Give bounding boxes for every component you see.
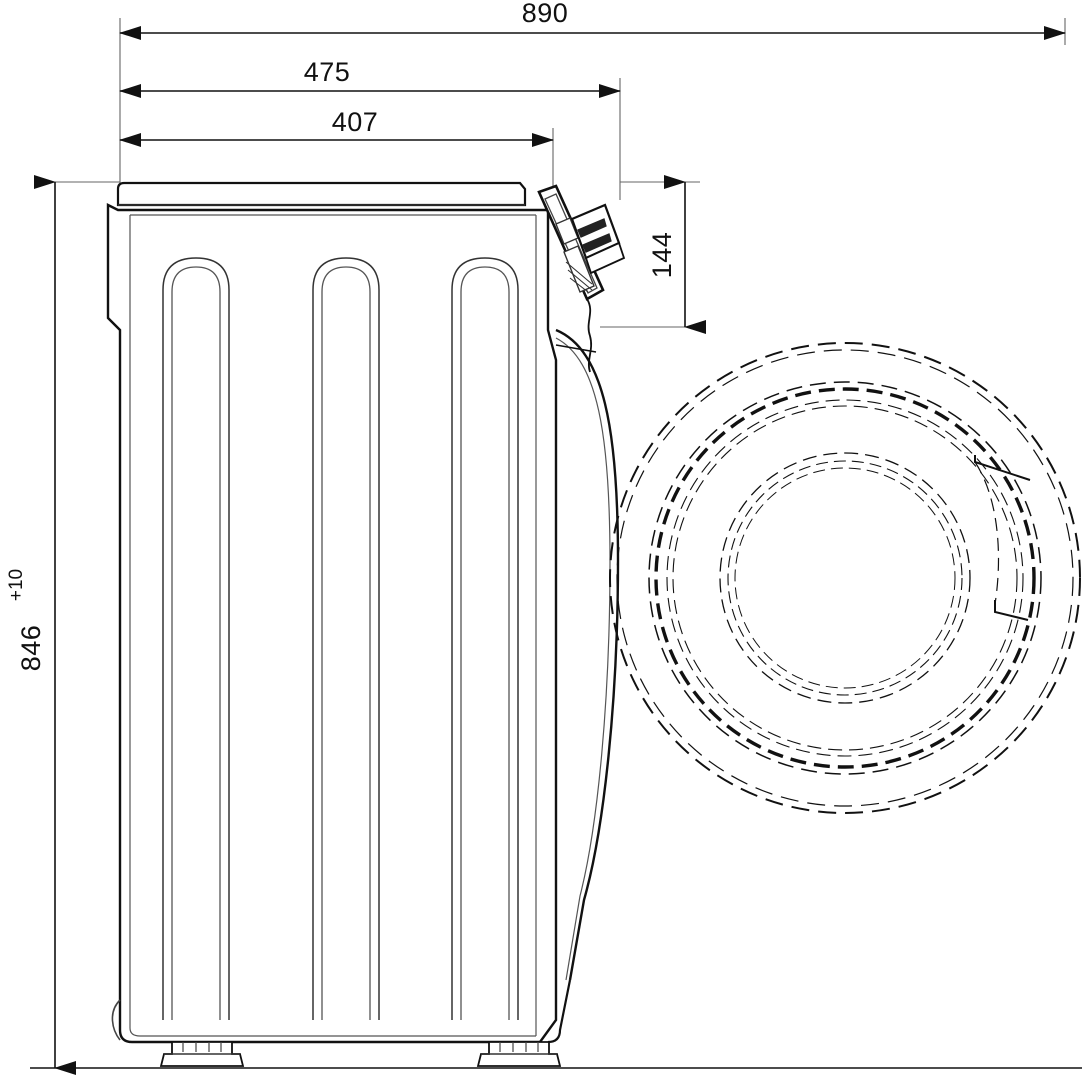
control-panel [537, 184, 605, 301]
body-depth-475: 475 [119, 57, 621, 98]
dimension-tolerance-846: +10 [6, 569, 27, 601]
door-ring-inner-2 [727, 460, 963, 696]
rib-outer-3 [451, 257, 519, 1020]
lower-right-edge [547, 979, 572, 1044]
top-lid [116, 181, 527, 207]
door-ring-outer-2 [616, 349, 1074, 807]
foot-right-ribs [499, 1042, 539, 1052]
overall-height-846: 846 +10 [6, 175, 76, 1075]
door-ring-inner-1 [719, 452, 971, 704]
dimension-label-407: 407 [332, 107, 379, 137]
dimension-label-890: 890 [522, 0, 569, 28]
door-bulge-profile [555, 328, 620, 981]
dimension-label-144: 144 [647, 232, 677, 279]
overall-depth-890: 890 [119, 0, 1066, 40]
rib-outer-1 [162, 257, 230, 1020]
control-panel-hatching [565, 261, 593, 293]
foot-left-ribs [182, 1042, 222, 1052]
door-ring-mid-1 [648, 381, 1042, 775]
dimension-label-846: 846 [16, 625, 46, 672]
washing-machine-side-view [106, 181, 626, 1067]
door-ring-inner-3 [734, 467, 956, 689]
cabinet-body-outline [106, 203, 558, 1044]
control-knob[interactable] [570, 203, 626, 275]
cabinet-inner-edge [129, 215, 536, 1037]
control-panel-height-144: 144 [647, 175, 706, 334]
washing-machine-door-circle [609, 342, 1081, 814]
rib-inner-3 [460, 266, 510, 1020]
dimension-label-475: 475 [304, 57, 351, 87]
control-panel-detail-block [563, 245, 595, 293]
rib-outer-2 [312, 257, 380, 1020]
side-panel-ribs [162, 257, 519, 1020]
door-bulge-top-edge [555, 344, 597, 353]
control-knob-rim [584, 241, 626, 275]
cabinet-depth-407: 407 [119, 107, 554, 147]
control-knob-ridge-2 [582, 233, 612, 253]
rib-inner-2 [321, 266, 371, 1020]
left-edge-chamfer [107, 317, 121, 331]
door-ring-mid-3 [672, 405, 1018, 751]
door-ring-outer-1 [609, 342, 1081, 814]
rib-inner-1 [171, 266, 221, 1020]
door-ring-mid-bold [654, 387, 1036, 769]
left-kick-curve [111, 999, 121, 1041]
panel-cable [586, 298, 593, 373]
door-hinge-notch-arc [974, 461, 1000, 605]
door-ring-mid-2 [666, 399, 1024, 757]
adjustable-feet [159, 1041, 562, 1067]
control-knob-ridge-1 [577, 218, 607, 238]
